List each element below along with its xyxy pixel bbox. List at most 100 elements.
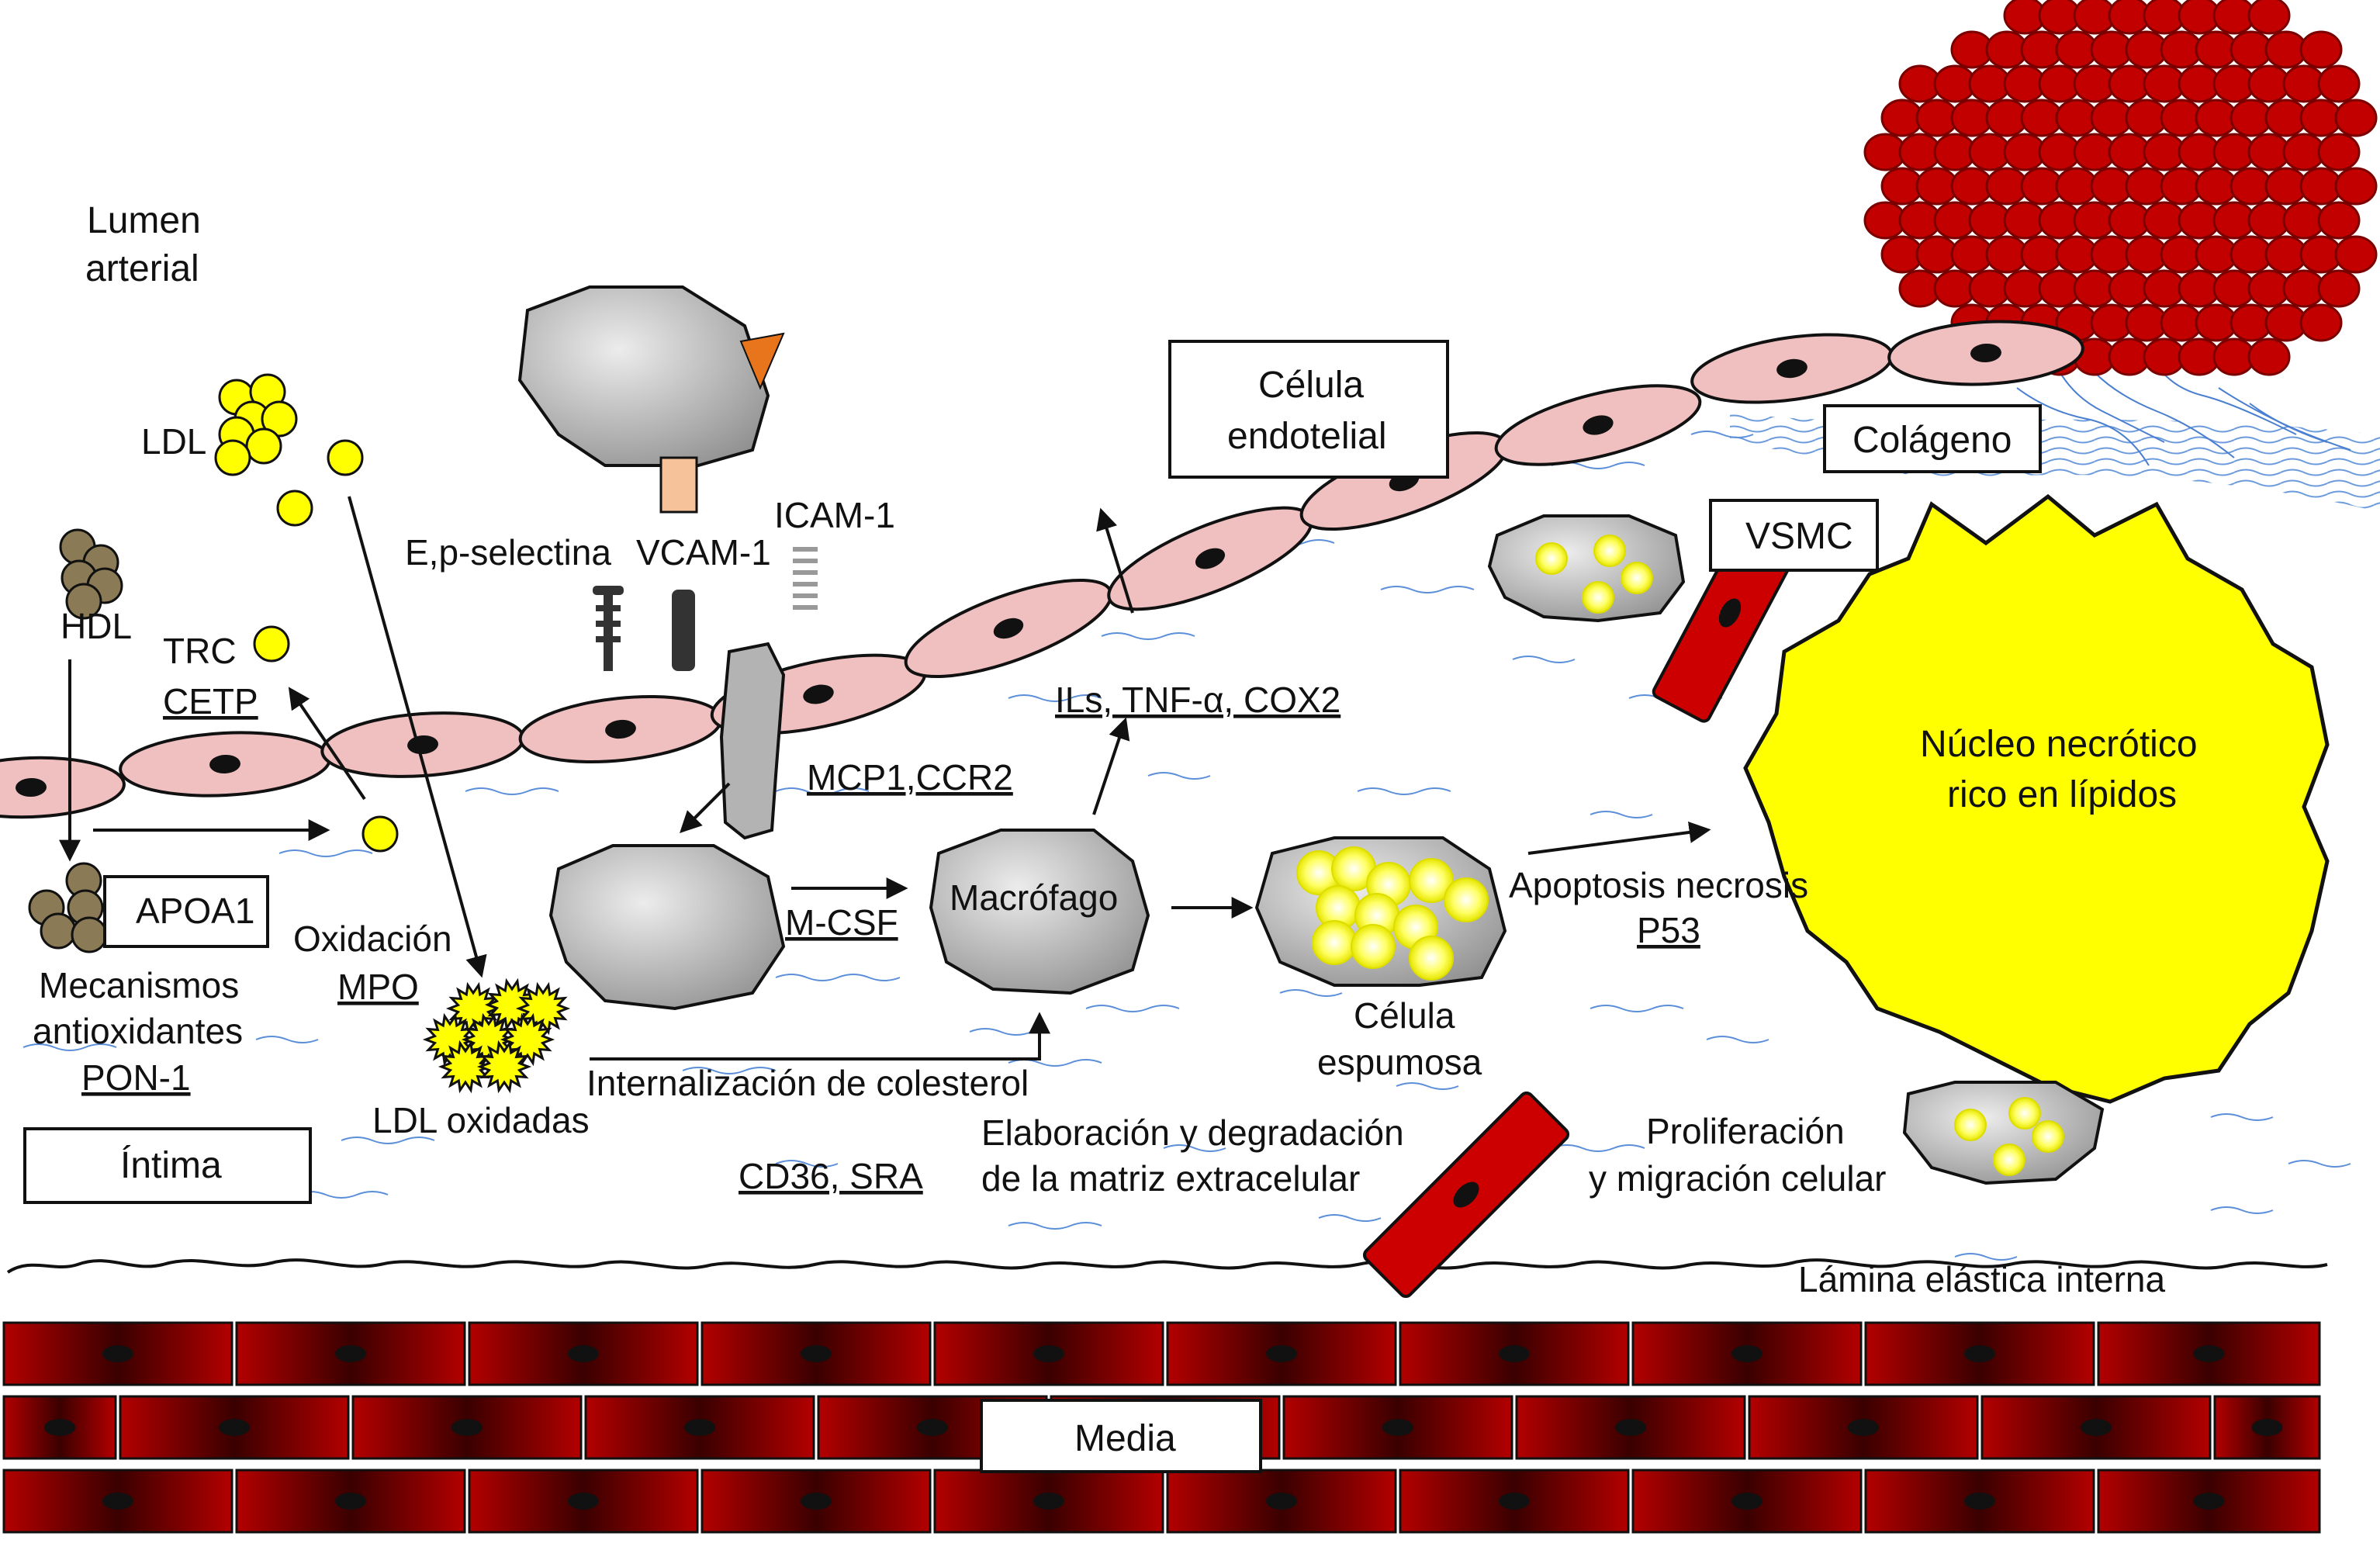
label-nucleo-line2: rico en lípidos: [1947, 774, 2177, 815]
ldl-cluster: [214, 373, 399, 853]
smooth-muscle-cell: [235, 1469, 466, 1534]
cell-nucleus: [803, 684, 834, 704]
erythrocyte: [2334, 235, 2378, 274]
label-ldl: LDL: [141, 421, 206, 462]
lipid-droplet: [1312, 920, 1357, 965]
hdl-cluster: [59, 528, 123, 620]
celula-endotelial-box: [1168, 340, 1449, 479]
smooth-muscle-nucleus: [44, 1419, 75, 1436]
label-celula-espumosa-line1: Célula: [1354, 995, 1455, 1036]
endothelial-cell: [518, 694, 723, 764]
lipid-droplet: [1621, 562, 1653, 594]
smooth-muscle-nucleus: [1848, 1419, 1879, 1436]
colageno-box: [1823, 404, 2042, 473]
smooth-muscle-nucleus: [684, 1419, 715, 1436]
lipid-droplet: [1954, 1109, 1987, 1141]
lipid-droplet: [1582, 581, 1614, 614]
macrophage: [929, 829, 1150, 995]
endothelial-layer: [0, 320, 2084, 819]
selectin-glyph: [593, 586, 624, 671]
foam-cell-upper: [1487, 514, 1686, 623]
label-mpo: MPO: [337, 967, 419, 1007]
label-media: Media: [1074, 1418, 1176, 1459]
erythrocyte: [2299, 30, 2343, 69]
hdl-particle: [71, 916, 108, 953]
label-proliferacion-line2: y migración celular: [1589, 1158, 1886, 1199]
ldl-particle: [327, 439, 364, 476]
smooth-muscle-nucleus: [801, 1493, 832, 1510]
smooth-muscle-nucleus: [2193, 1345, 2225, 1362]
ldl-particle: [361, 815, 399, 853]
label-apoptosis: Apoptosis necrosis: [1509, 865, 1808, 905]
necrotic-lipid-core: [1743, 493, 2330, 1104]
smooth-muscle-nucleus: [335, 1493, 366, 1510]
label-celula-endotelial-line2: endotelial: [1227, 416, 1387, 457]
smooth-muscle-nucleus: [2193, 1493, 2225, 1510]
erythrocyte: [2317, 133, 2361, 171]
ldl-particle: [253, 625, 290, 663]
cell-nucleus: [1195, 548, 1226, 569]
erythrocyte: [2299, 303, 2343, 342]
label-pon1: PON-1: [81, 1057, 191, 1098]
lipid-droplet: [1444, 877, 1489, 922]
label-mecanismos-line2: antioxidantes: [33, 1011, 243, 1051]
smooth-muscle-nucleus: [1499, 1493, 1530, 1510]
label-vcam: VCAM-1: [636, 532, 771, 573]
endothelial-cell: [320, 711, 525, 778]
erythrocyte: [2317, 269, 2361, 308]
erythrocyte: [2334, 99, 2378, 137]
label-p53: P53: [1637, 910, 1700, 950]
label-oxidacion: Oxidación: [293, 919, 452, 959]
label-elaboracion-line2: de la matriz extracelular: [981, 1158, 1360, 1199]
lipid-droplet: [1409, 858, 1454, 903]
monocyte-lumen: [517, 285, 785, 514]
label-cd36: CD36, SRA: [739, 1156, 923, 1196]
label-mecanismos-line1: Mecanismos: [39, 965, 239, 1005]
smooth-muscle-nucleus: [1731, 1345, 1763, 1362]
smooth-muscle-nucleus: [1499, 1345, 1530, 1362]
label-ils: ILs, TNF-α, COX2: [1055, 680, 1340, 720]
erythrocyte: [2247, 337, 2291, 376]
cell-nucleus: [1583, 415, 1614, 435]
vsmc-lower: [1362, 1091, 1570, 1299]
smooth-muscle-nucleus: [219, 1419, 250, 1436]
endothelial-cell: [904, 578, 1113, 679]
smooth-muscle-nucleus: [335, 1345, 366, 1362]
lipid-droplet: [1409, 936, 1454, 981]
ldl-particle: [276, 490, 313, 527]
smooth-muscle-nucleus: [1266, 1493, 1297, 1510]
lipid-droplet: [1593, 535, 1626, 567]
smooth-muscle-nucleus: [1033, 1493, 1064, 1510]
smooth-muscle-nucleus: [568, 1345, 599, 1362]
label-celula-espumosa-line2: espumosa: [1317, 1042, 1482, 1082]
arrows: [59, 496, 1711, 1060]
smooth-muscle-nucleus: [1033, 1345, 1064, 1362]
media-box: [980, 1399, 1262, 1473]
smooth-muscle-nucleus: [1615, 1419, 1646, 1436]
label-colageno: Colágeno: [1852, 420, 2012, 461]
endothelial-cell: [1690, 333, 1894, 404]
smooth-muscle-cell: [1399, 1321, 1630, 1386]
erythrocyte: [2247, 0, 2291, 35]
smooth-muscle-nucleus: [2081, 1419, 2112, 1436]
oxidized-ldl-particle: [476, 1040, 532, 1094]
smooth-muscle-nucleus: [451, 1419, 483, 1436]
label-elaboracion-line1: Elaboración y degradación: [981, 1112, 1404, 1153]
cell-nucleus: [209, 754, 240, 774]
endothelial-cell: [1887, 320, 2084, 386]
smooth-muscle-cell: [1515, 1395, 1746, 1460]
hdl-particle: [40, 912, 77, 950]
label-nucleo-line1: Núcleo necrótico: [1920, 724, 2198, 765]
selectin-block: [659, 456, 698, 514]
smooth-muscle-nucleus: [801, 1345, 832, 1362]
apoa1-box: [103, 875, 269, 948]
label-vsmc: VSMC: [1745, 516, 1853, 557]
label-selectina: E,p-selectina: [405, 532, 611, 573]
lipid-droplet: [1535, 542, 1568, 575]
label-lamina: Lámina elástica interna: [1798, 1259, 2165, 1299]
extracellular-matrix-waves: [22, 431, 2351, 1261]
hdl-cluster-lower: [28, 862, 108, 953]
lipid-droplet: [1993, 1144, 2025, 1176]
cell-nucleus: [16, 777, 47, 798]
endothelial-cell: [0, 756, 126, 819]
